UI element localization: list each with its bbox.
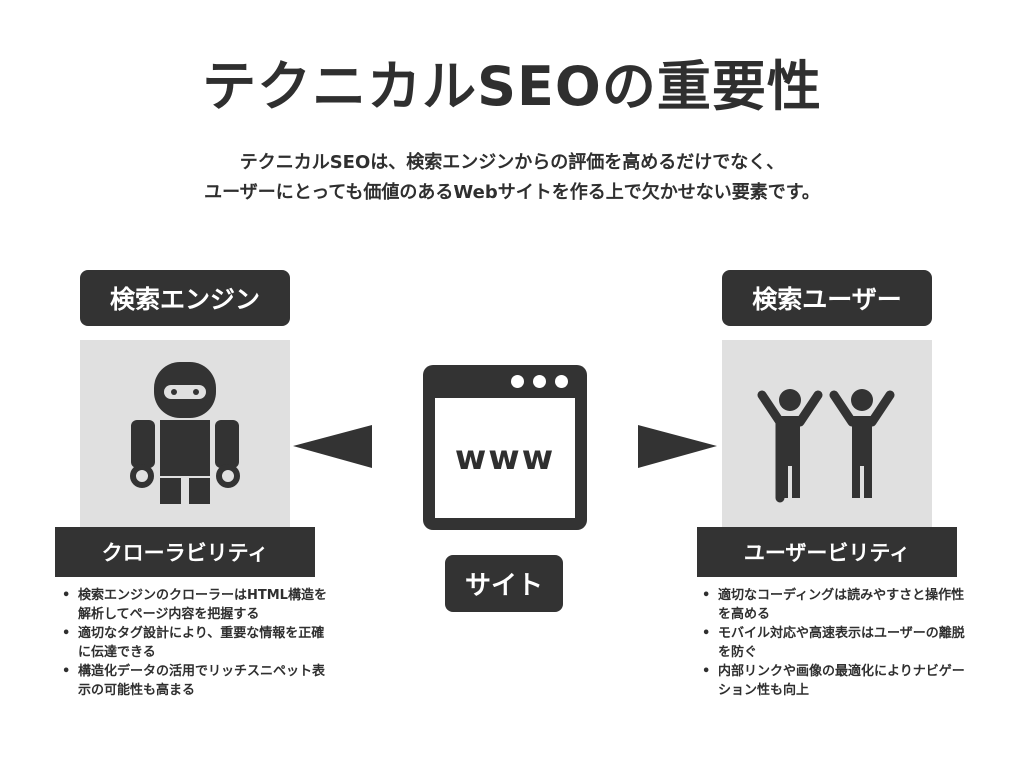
robot-panel [80,340,290,528]
browser-dot [511,375,524,388]
list-item: 内部リンクや画像の最適化によりナビゲーション性も向上 [700,662,975,700]
browser-dot [555,375,568,388]
list-item: 適切なコーディングは読みやすさと操作性を高める [700,586,975,624]
browser-window-icon: www [423,365,587,530]
robot-icon [130,362,240,504]
page-title: テクニカルSEOの重要性 [202,55,822,118]
crawlability-list: 検索エンジンのクローラーはHTML構造を解析してページ内容を把握する 適切なタグ… [60,586,335,700]
arrow-right-icon [638,425,717,468]
crawlability-bar: クローラビリティ [55,527,315,577]
arrow-left-icon [293,425,372,468]
list-item: 構造化データの活用でリッチスニペット表示の可能性も高まる [60,662,335,700]
browser-dot [533,375,546,388]
subtitle-line-2: ユーザーにとっても価値のあるWebサイトを作る上で欠かせない要素です。 [204,182,820,203]
users-panel [722,340,932,528]
users-icon [757,389,895,503]
search-engine-label: 検索エンジン [80,270,290,326]
list-item: 適切なタグ設計により、重要な情報を正確に伝達できる [60,624,335,662]
site-label: サイト [445,555,563,612]
browser-text: www [435,398,575,518]
search-user-label: 検索ユーザー [722,270,932,326]
subtitle-line-1: テクニカルSEOは、検索エンジンからの評価を高めるだけでなく、 [239,152,785,173]
usability-list: 適切なコーディングは読みやすさと操作性を高める モバイル対応や高速表示はユーザー… [700,586,975,700]
usability-bar: ユーザービリティ [697,527,957,577]
list-item: モバイル対応や高速表示はユーザーの離脱を防ぐ [700,624,975,662]
list-item: 検索エンジンのクローラーはHTML構造を解析してページ内容を把握する [60,586,335,624]
